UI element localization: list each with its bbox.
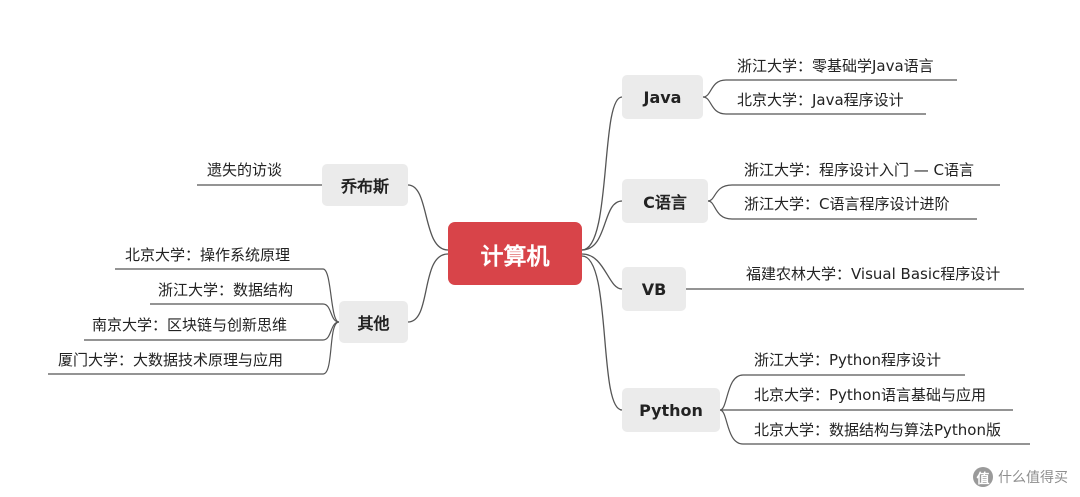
- link-root-vb: [581, 253, 623, 290]
- leaf-java-2[interactable]: 北京大学：Java程序设计: [737, 91, 904, 109]
- leaf-vb-1[interactable]: 福建农林大学：Visual Basic程序设计: [746, 265, 1001, 283]
- link-c-2: [707, 200, 733, 220]
- watermark: 值 什么值得买: [973, 467, 1068, 487]
- branch-java[interactable]: Java: [622, 75, 703, 119]
- leaf-other-4[interactable]: 厦门大学：大数据技术原理与应用: [58, 351, 284, 369]
- leaf-c-2[interactable]: 浙江大学：C语言程序设计进阶: [744, 195, 950, 213]
- link-other-2: [322, 303, 340, 323]
- leaf-other-1[interactable]: 北京大学：操作系统原理: [125, 246, 291, 264]
- link-py-3: [719, 409, 744, 445]
- link-root-jobs: [407, 184, 449, 251]
- leaf-python-2[interactable]: 北京大学：Python语言基础与应用: [754, 386, 986, 404]
- link-java: [702, 79, 727, 98]
- link-other-1: [322, 268, 340, 323]
- link-other-4: [322, 321, 340, 375]
- link-py-1: [719, 374, 744, 411]
- branch-jobs[interactable]: 乔布斯: [322, 164, 408, 206]
- branch-vb[interactable]: VB: [622, 267, 686, 311]
- leaf-other-3[interactable]: 南京大学：区块链与创新思维: [92, 316, 288, 334]
- branch-other[interactable]: 其他: [339, 301, 408, 343]
- leaf-other-2[interactable]: 浙江大学：数据结构: [158, 281, 294, 299]
- link-c: [707, 184, 733, 202]
- leaf-python-1[interactable]: 浙江大学：Python程序设计: [754, 351, 941, 369]
- leaf-jobs-1[interactable]: 遗失的访谈: [207, 161, 283, 179]
- link-root-java: [581, 96, 623, 251]
- link-root-python: [581, 255, 623, 411]
- leaf-python-3[interactable]: 北京大学：数据结构与算法Python版: [754, 421, 1001, 439]
- link-root-c: [581, 200, 623, 251]
- branch-c[interactable]: C语言: [622, 179, 708, 223]
- link-java-2: [702, 96, 727, 115]
- leaf-c-1[interactable]: 浙江大学：程序设计入门 — C语言: [744, 161, 975, 179]
- branch-python[interactable]: Python: [622, 388, 720, 432]
- link-other-3: [322, 321, 340, 341]
- watermark-text: 什么值得买: [998, 470, 1068, 486]
- link-root-other: [407, 253, 449, 323]
- root-node[interactable]: 计算机: [448, 222, 582, 285]
- leaf-java-1[interactable]: 浙江大学：零基础学Java语言: [737, 57, 934, 75]
- zhi-logo-icon: 值: [973, 467, 993, 487]
